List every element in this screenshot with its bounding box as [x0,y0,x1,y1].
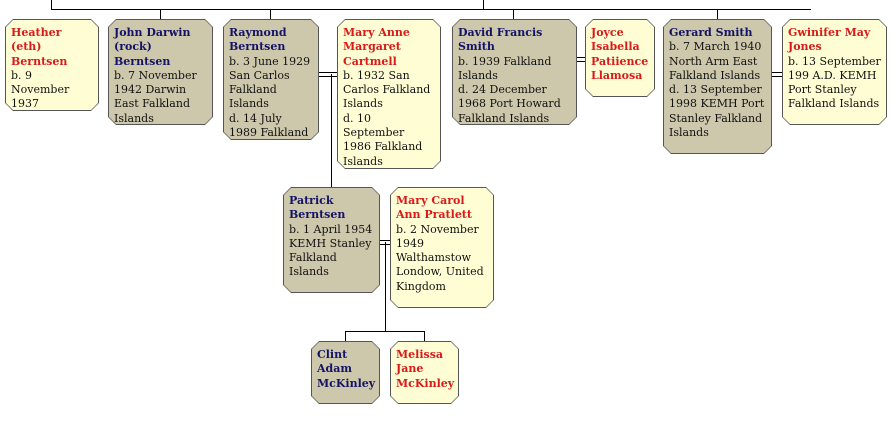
drop-david [513,9,514,19]
person-card-raymond[interactable]: Raymond Berntsen b. 3 June 1929 San Carl… [223,19,319,140]
person-detail: d. 10 September 1986 Falkland Islands [343,111,423,168]
marriage-david-joyce-1 [577,57,585,58]
marriage-david-joyce-2 [577,61,585,62]
person-name: Gerard Smith [669,26,753,39]
person-detail: b. 9 November 1937 [11,68,70,111]
person-name: Heather (eth) Berntsen [11,26,68,68]
person-name: Mary Anne Margaret Cartmell [343,26,410,68]
person-detail: b. 1 April 1954 KEMH Stanley Falkland Is… [289,222,373,279]
person-card-gwinifer[interactable]: Gwinifer May Jones b. 13 September 199 A… [782,19,887,125]
person-card-gerard[interactable]: Gerard Smith b. 7 March 1940 North Arm E… [663,19,772,154]
person-card-marycarol[interactable]: Mary Carol Ann Pratlett b. 2 November 19… [390,187,494,308]
drop-clint [345,331,346,341]
person-card-david[interactable]: David Francis Smith b. 1939 Falkland Isl… [452,19,577,125]
person-detail: b. 3 June 1929 San Carlos Falkland Islan… [229,54,311,111]
drop-melissa [424,331,425,341]
drop-gerard [717,9,718,19]
person-name: Clint Adam McKinley [317,348,376,390]
person-detail: b. 2 November 1949 Walthamstow Londow, U… [396,222,484,293]
marriage-raymond-maryanne-2 [319,76,337,77]
person-detail: b. 13 September 199 A.D. KEMH Port Stanl… [788,54,881,111]
drop-heather [51,0,52,10]
descent-patrick [385,242,386,331]
marriage-gerard-gwinifer-1 [772,72,782,73]
person-name: Raymond Berntsen [229,26,287,54]
person-detail: b. 7 November 1942 Darwin East Falkland … [114,68,197,125]
children-line [345,331,425,332]
marriage-raymond-maryanne-1 [319,72,337,73]
drop-raymond [270,9,271,19]
person-detail: d. 24 December 1968 Port Howard Falkland… [458,83,561,125]
person-card-maryanne[interactable]: Mary Anne Margaret Cartmell b. 1932 San … [337,19,441,169]
person-card-heather[interactable]: Heather (eth) Berntsen b. 9 November 193… [5,19,99,111]
marriage-gerard-gwinifer-2 [772,76,782,77]
person-card-john[interactable]: John Darwin (rock) Berntsen b. 7 Novembe… [108,19,213,125]
person-name: John Darwin (rock) Berntsen [114,26,191,68]
person-name: Gwinifer May Jones [788,26,871,54]
marriage-patrick-marycarol-1 [380,240,390,241]
person-name: David Francis Smith [458,26,543,54]
drop-john [160,9,161,19]
person-detail: d. 14 July 1989 Falkland Islands [229,111,309,154]
person-name: Mary Carol Ann Pratlett [396,194,472,222]
person-detail: d. 13 September 1998 KEMH Port Stanley F… [669,83,765,140]
drop-top [483,0,484,10]
descent-raymond [331,74,332,187]
person-card-joyce[interactable]: Joyce Isabella Patiience Llamosa [585,19,655,97]
person-detail: b. 1939 Falkland Islands [458,54,552,82]
person-name: Joyce Isabella Patiience Llamosa [591,26,649,82]
person-name: Melissa Jane McKinley [396,348,455,390]
person-detail: b. 7 March 1940 North Arm East Falkland … [669,40,762,82]
sibling-line [51,9,811,10]
person-name: Patrick Berntsen [289,194,346,222]
person-card-patrick[interactable]: Patrick Berntsen b. 1 April 1954 KEMH St… [283,187,380,293]
person-card-melissa[interactable]: Melissa Jane McKinley [390,341,459,404]
person-card-clint[interactable]: Clint Adam McKinley [311,341,380,404]
person-detail: b. 1932 San Carlos Falkland Islands [343,68,431,111]
